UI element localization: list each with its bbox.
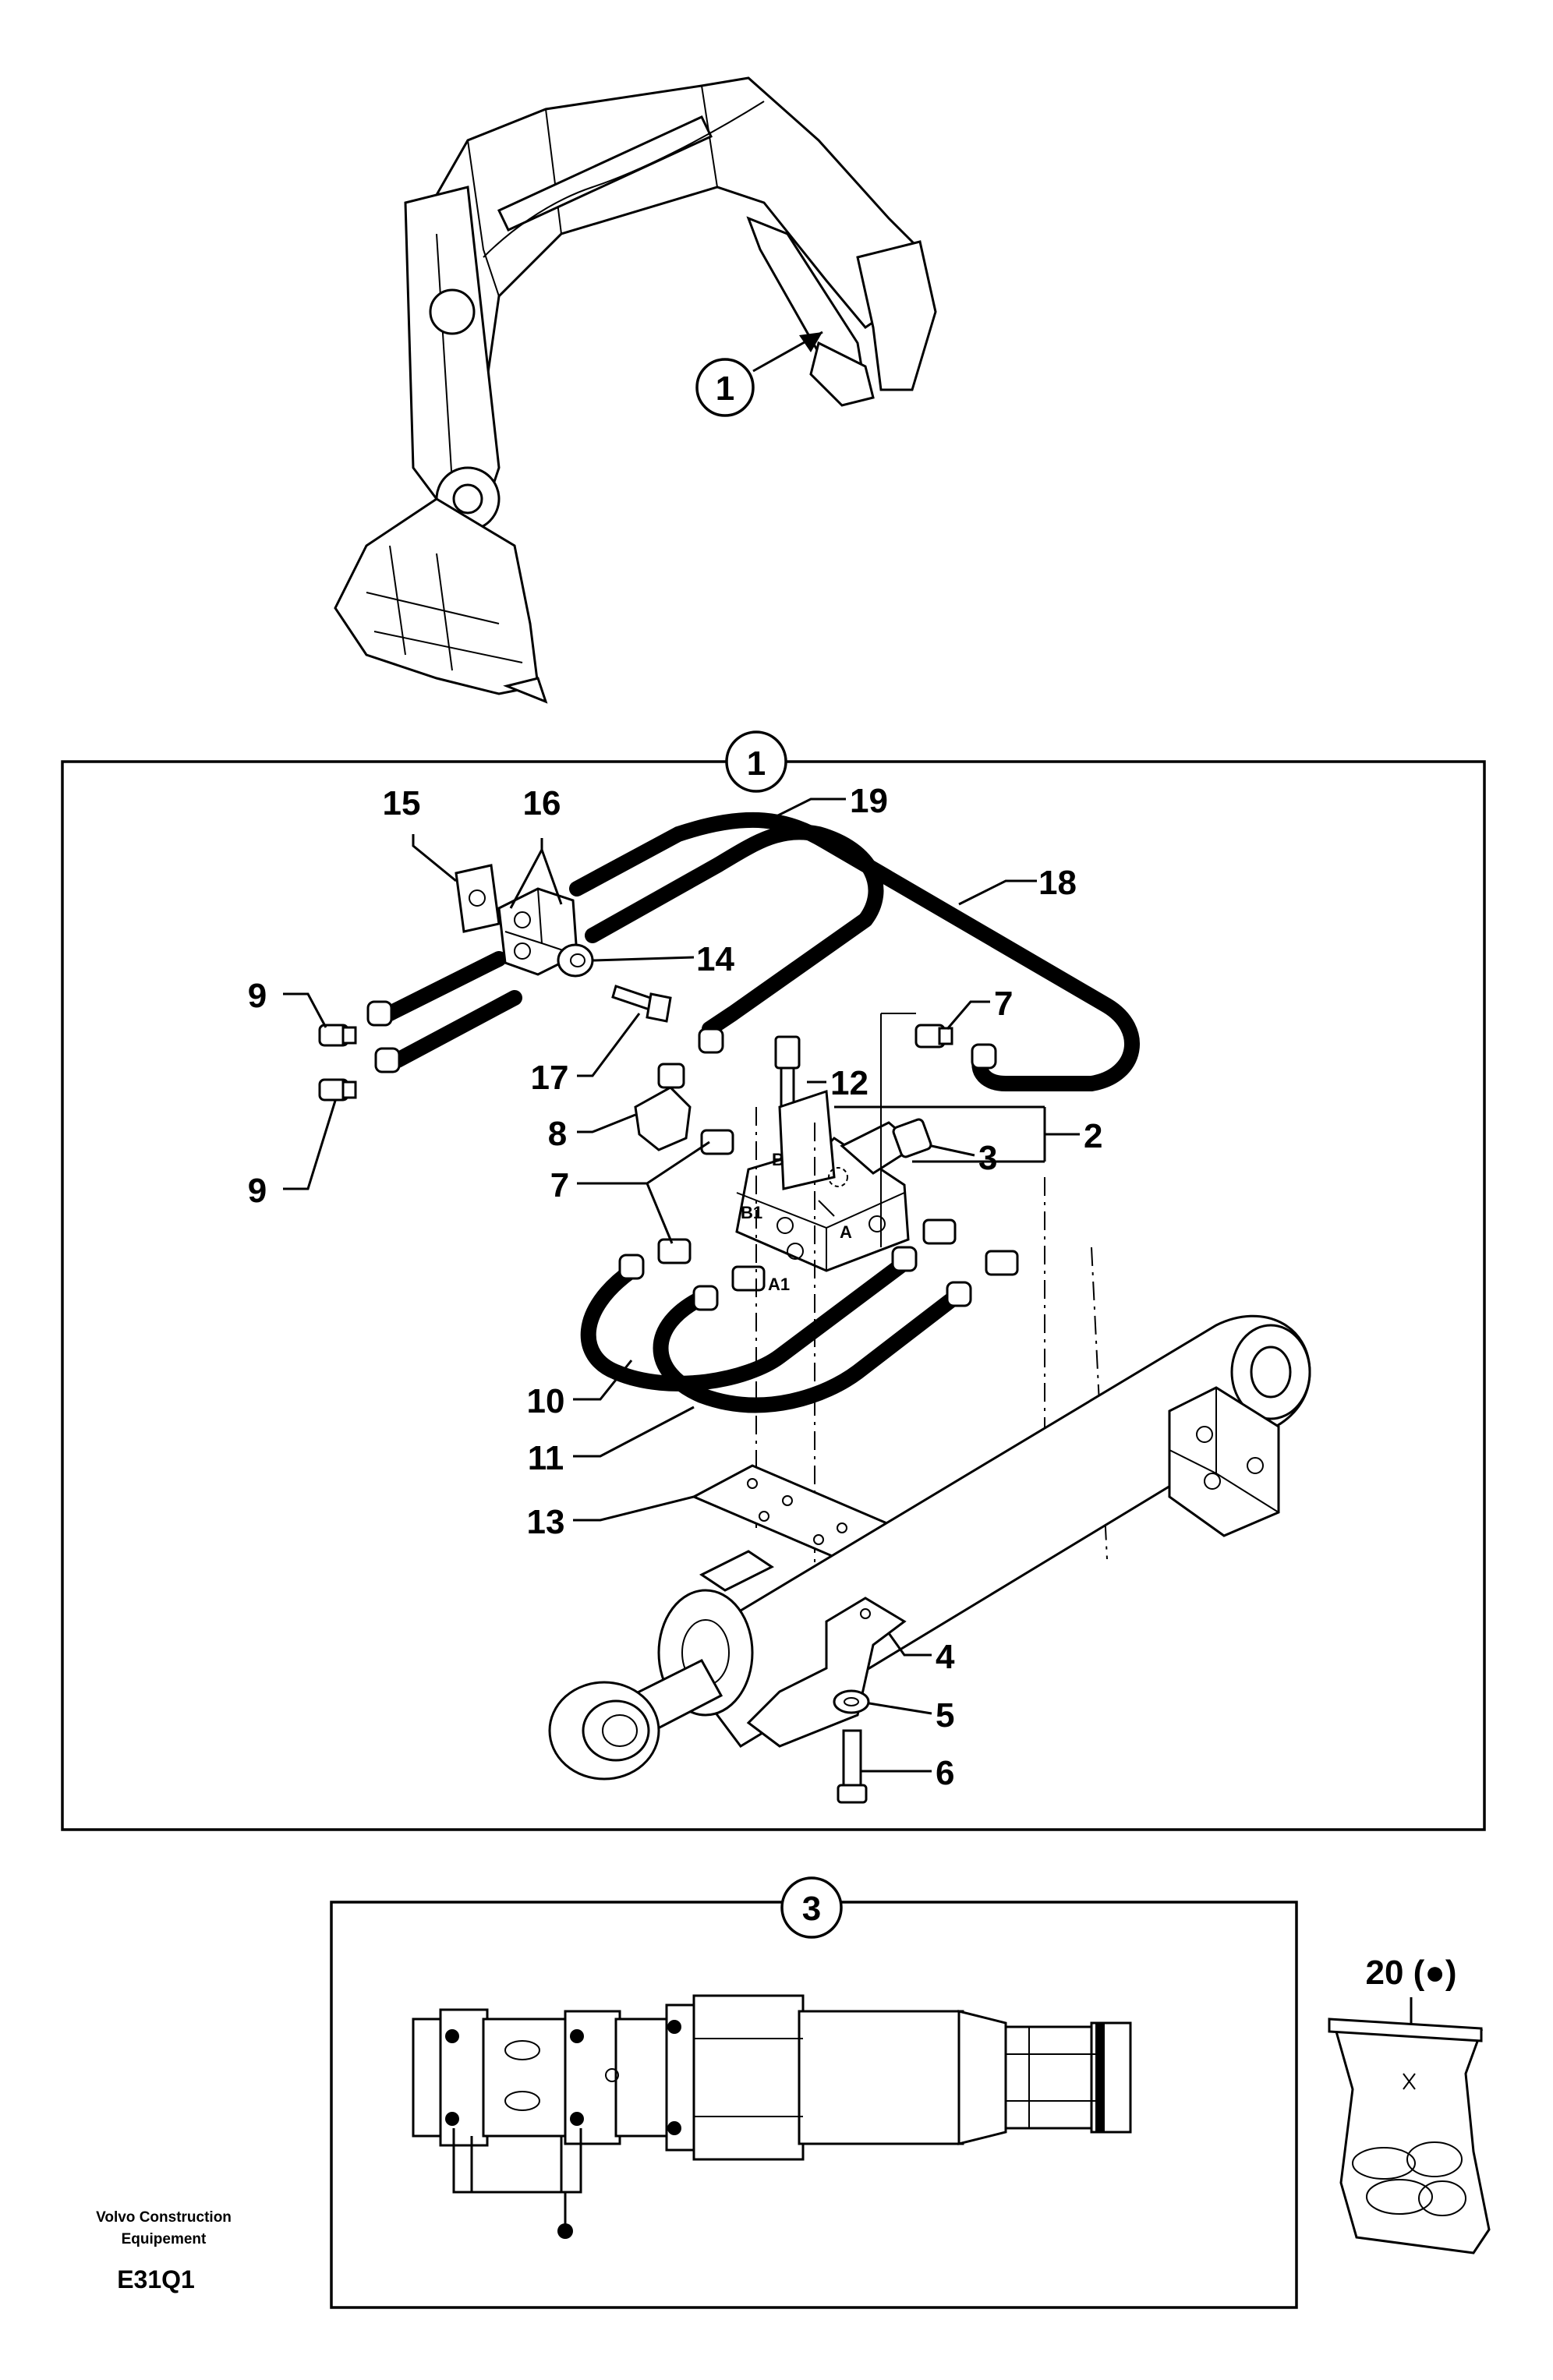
brand-line-2: Equipement <box>122 2231 207 2247</box>
label-16: 16 <box>523 784 561 822</box>
callout-3-frame-label: 3 <box>802 1890 821 1928</box>
label-9-upper: 9 <box>248 977 267 1015</box>
part-9-fittings <box>318 1024 357 1102</box>
label-19: 19 <box>850 782 888 820</box>
label-8: 8 <box>548 1115 567 1153</box>
label-18: 18 <box>1038 864 1077 902</box>
part-20-seal-kit: 20 (●) <box>1328 1954 1491 2254</box>
hoses-10-11 <box>580 1246 972 1413</box>
label-7-left: 7 <box>550 1166 569 1204</box>
part-17-bolt <box>611 985 672 1023</box>
label-14: 14 <box>696 940 734 978</box>
frame-detail-1: 1 <box>61 730 1486 1831</box>
port-b-label: B <box>772 1150 784 1169</box>
part-14-washer <box>557 943 594 978</box>
part-6-bolt <box>837 1729 868 1804</box>
label-17: 17 <box>531 1059 569 1097</box>
part-15-plate <box>455 864 501 933</box>
part-5-washer <box>833 1689 870 1714</box>
valve-block: B B1 A A1 <box>735 1089 910 1294</box>
label-11: 11 <box>528 1439 564 1477</box>
label-15: 15 <box>383 784 421 822</box>
port-a1-label: A1 <box>768 1275 790 1294</box>
part-4-bracket <box>699 1550 907 1748</box>
part-7-fitting-top <box>914 1024 953 1049</box>
label-6: 6 <box>936 1754 954 1792</box>
hose-loop-18-19 <box>382 812 1140 1091</box>
port-a-label: A <box>840 1222 852 1242</box>
callout-1-top: 1 <box>695 331 823 417</box>
label-4: 4 <box>936 1638 955 1676</box>
brand-line-1: Volvo Construction <box>96 2209 232 2226</box>
excavator-arm-illustration <box>334 76 937 704</box>
label-13: 13 <box>527 1503 565 1541</box>
callout-1-frame-label: 1 <box>747 744 766 783</box>
label-10: 10 <box>527 1382 565 1420</box>
label-12: 12 <box>830 1064 868 1102</box>
part-16-clamp <box>497 887 578 976</box>
footer-branding: Volvo Construction Equipement E31Q1 <box>96 2209 232 2293</box>
label-3: 3 <box>978 1139 997 1177</box>
frame-1-leaders: 15 16 19 18 14 9 9 17 7 12 8 <box>248 782 1103 1792</box>
port-b1-label: B1 <box>741 1203 762 1222</box>
label-5: 5 <box>936 1696 954 1735</box>
label-20: 20 (●) <box>1365 1954 1456 1992</box>
label-2: 2 <box>1084 1117 1102 1155</box>
callout-1-top-label: 1 <box>716 370 734 408</box>
cartridge-valve-detail <box>412 1994 1132 2239</box>
part-3-cartridge <box>840 1118 932 1175</box>
drawing-code: E31Q1 <box>117 2265 195 2293</box>
label-9-lower: 9 <box>248 1172 267 1210</box>
part-8-elbow <box>634 1063 692 1151</box>
hose-end-nuts <box>366 1000 997 1073</box>
label-7-upper: 7 <box>994 985 1013 1023</box>
frame-detail-3: 3 <box>330 1876 1298 2309</box>
